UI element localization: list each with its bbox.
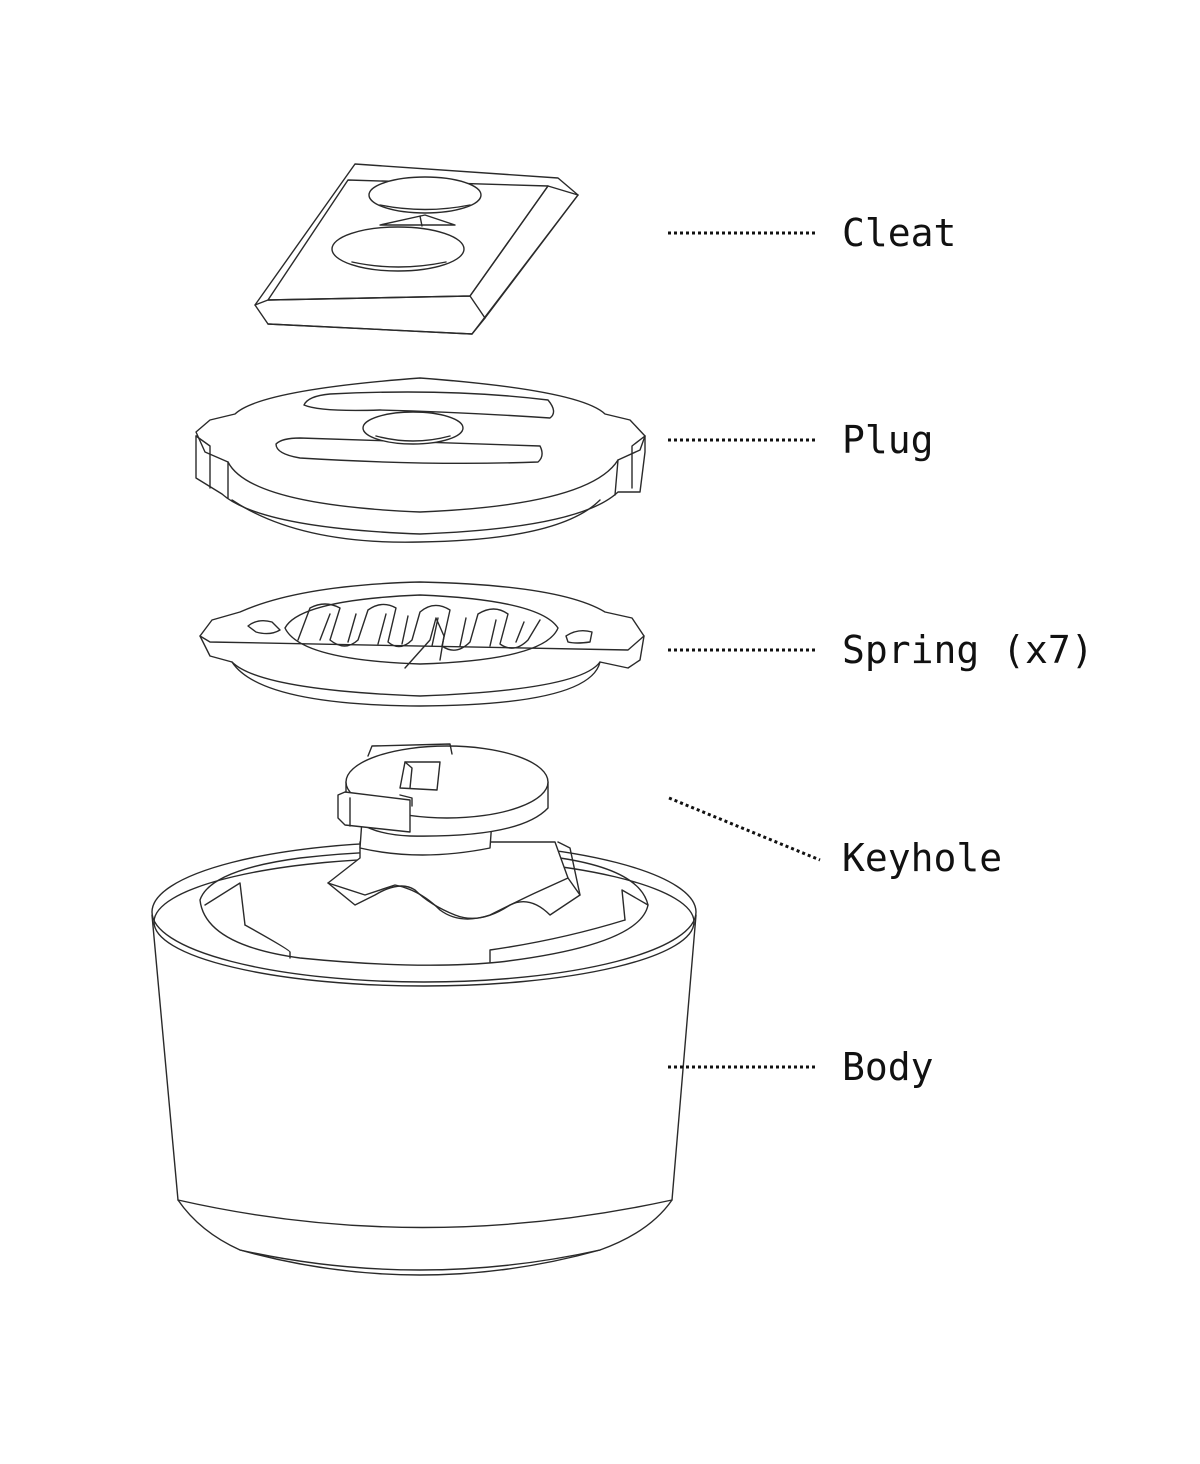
- spring-hole-right: [565, 629, 593, 644]
- body-inner-floor: [244, 919, 626, 963]
- body-bottom-edge: [239, 1249, 601, 1271]
- cleat-hole-top-inner: [379, 204, 471, 211]
- spring-serpentine-inner: [319, 613, 525, 647]
- label-spring: Spring (x7): [842, 628, 1094, 672]
- cleat-hole-top: [368, 176, 482, 214]
- spring-inner-oval: [284, 594, 559, 665]
- spring-hole-left: [247, 619, 281, 635]
- plug-lug-left: [195, 435, 229, 499]
- cleat-slab-bottom: [267, 194, 579, 335]
- label-body: Body: [842, 1045, 934, 1089]
- label-cleat: Cleat: [842, 211, 957, 255]
- keyhole-tab-left: [337, 791, 411, 833]
- cleat-part: [254, 163, 579, 335]
- keyhole-tab-top: [367, 743, 453, 757]
- body-part: [151, 841, 697, 1276]
- label-keyhole: Keyhole: [842, 836, 1003, 880]
- plug-slot-upper: [303, 391, 555, 419]
- keyhole-slot: [399, 761, 441, 791]
- plug-side-lower: [231, 499, 601, 543]
- cleat-arrow-notch: [379, 214, 456, 226]
- plug-center-hole-inner: [375, 435, 451, 442]
- cleat-hole-bottom: [331, 226, 465, 272]
- spring-flange-edge: [199, 635, 645, 651]
- spring-center-split: [404, 617, 445, 669]
- body-outer-wall: [151, 914, 697, 1276]
- plug-slot-lower: [275, 437, 543, 465]
- keyhole-notch: [399, 794, 413, 807]
- spring-part: [199, 581, 645, 707]
- cleat-slab-chamfer: [254, 185, 579, 319]
- cleat-hole-bottom-inner: [351, 261, 447, 268]
- body-inner-step-left: [204, 882, 246, 926]
- plug-top: [195, 377, 646, 513]
- label-plug: Plug: [842, 418, 934, 462]
- plug-center-hole: [362, 411, 464, 445]
- keyhole-part: [337, 743, 549, 856]
- plug-part: [195, 377, 646, 543]
- body-key-profile: [327, 841, 581, 919]
- spring-serpentine: [297, 603, 541, 651]
- keyhole-slot-inner: [404, 761, 413, 789]
- body-bottom-chamfer: [177, 1199, 673, 1229]
- plug-lug-right: [614, 435, 646, 496]
- spring-flange: [199, 581, 645, 697]
- spring-flange-lower: [231, 661, 601, 707]
- leader-line-keyhole: [668, 796, 821, 862]
- body-inner-step-right: [621, 889, 649, 921]
- body-key-slot: [557, 841, 581, 896]
- cleat-arrow-notch-line: [419, 215, 423, 227]
- body-key-profile-inner: [327, 877, 569, 920]
